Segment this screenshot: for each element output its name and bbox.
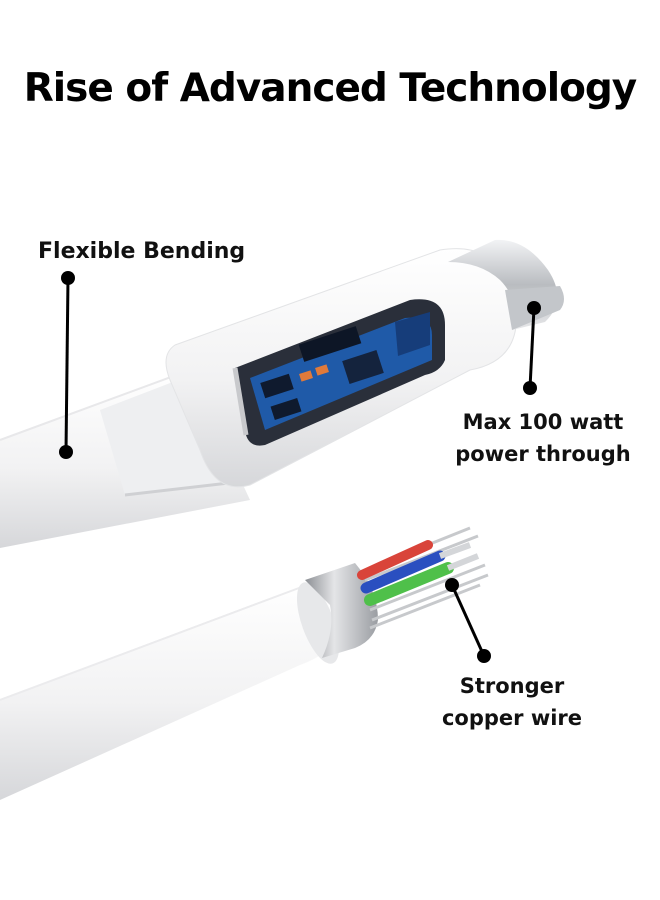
pointer-flexible-bending (59, 271, 75, 459)
callout-line: copper wire (441, 706, 583, 730)
usb-c-cable (0, 239, 564, 548)
callout-max-watt: Max 100 watt power through (438, 406, 648, 470)
callout-copper-wire: Stronger copper wire (422, 670, 602, 734)
callout-line: power through (455, 442, 631, 466)
pointer-max-watt (523, 301, 541, 395)
cable-body-lower (0, 582, 333, 800)
metal-ferrule (305, 563, 378, 658)
callout-line: Max 100 watt (462, 410, 624, 434)
wire-cable (0, 526, 489, 800)
callout-line: Flexible Bending (38, 239, 246, 264)
green-wire (364, 562, 454, 606)
pointer-copper-wire (445, 578, 491, 663)
callout-flexible-bending: Flexible Bending (38, 236, 245, 268)
page-title: Rise of Advanced Technology (23, 66, 637, 111)
callout-line: Stronger (459, 674, 565, 698)
red-wire (357, 540, 433, 580)
blue-wire (360, 550, 446, 594)
